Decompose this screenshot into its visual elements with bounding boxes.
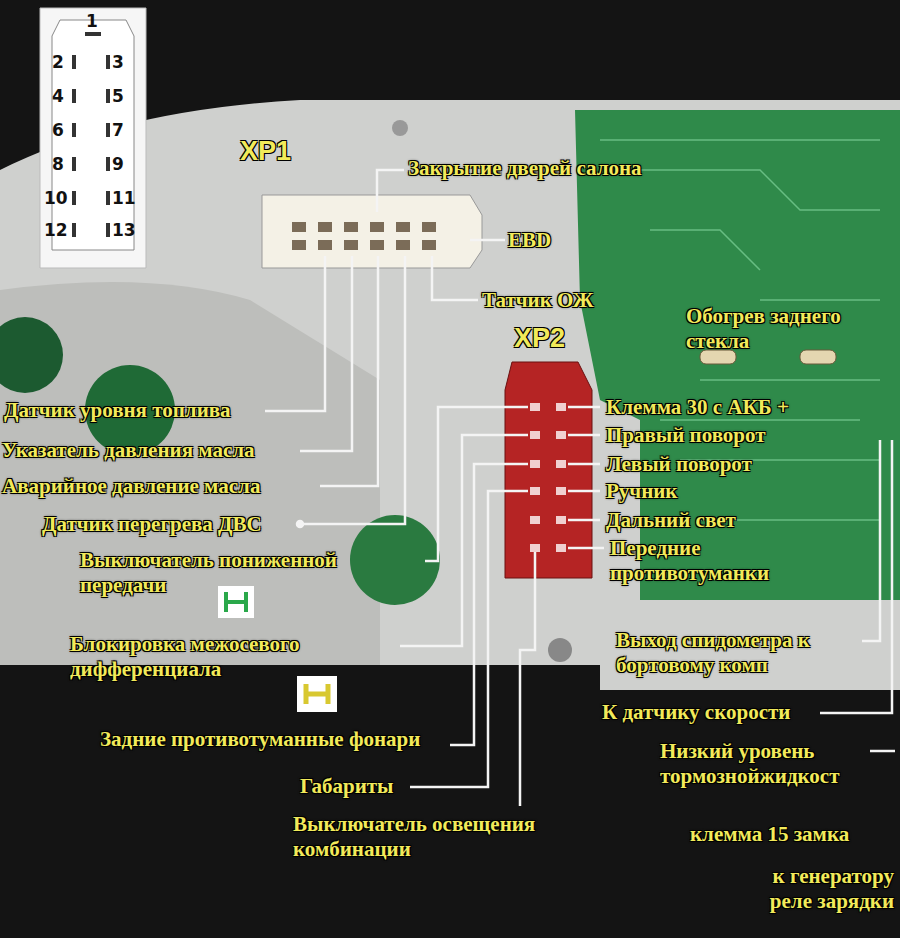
connector-pins [292, 222, 436, 250]
pinout-pins [72, 32, 110, 237]
connector-name: XP2 [514, 323, 565, 354]
pin-number: 4 [52, 88, 64, 105]
screw-hole [548, 638, 572, 662]
signal-label: Левый поворот [606, 452, 752, 477]
pin-number: 8 [52, 156, 64, 173]
pin-number: 10 [44, 190, 68, 207]
signal-label: Обогрев заднего стекла [686, 304, 892, 354]
signal-label: Датчик уровня топлива [4, 398, 231, 423]
signal-label: Указатель давления масла [2, 438, 255, 463]
connector-pins [530, 403, 566, 552]
pin-number: 9 [112, 156, 124, 173]
gear-icon [218, 586, 254, 618]
connector-name: XP1 [240, 136, 291, 167]
signal-label: Дальний свет [606, 508, 736, 533]
signal-label: Клемма 30 с АКБ + [606, 395, 789, 420]
signal-label: Ручник [606, 479, 677, 504]
signal-label: клемма 15 замка [690, 822, 849, 847]
screw-hole [392, 120, 408, 136]
signal-label: Задние противотуманные фонари [100, 727, 440, 752]
leader-lines [265, 170, 895, 806]
pin-number: 11 [112, 190, 136, 207]
signal-label: Выход спидометра к бортовому комп [616, 628, 862, 678]
pin-number: 13 [112, 222, 136, 239]
signal-label: Передние противотуманки [610, 536, 840, 586]
pin-number: 2 [52, 54, 64, 71]
pin-number: 1 [86, 13, 98, 30]
difflock-icon [297, 676, 337, 712]
signal-label: к генератору реле зарядки [730, 864, 894, 914]
signal-label: Выключатель пониженной передачи [80, 548, 420, 598]
signal-label: Татчик ОЖ [482, 288, 594, 313]
signal-label: Блокировка межосевого дифференциала [70, 632, 390, 682]
gauge-hole [0, 317, 63, 393]
signal-label: К датчику скорости [602, 700, 790, 725]
circuit-board [575, 110, 900, 600]
pinout-panel [40, 8, 146, 268]
signal-label: Закрытие дверей салона [408, 156, 642, 181]
pin-number: 12 [44, 222, 68, 239]
signal-label: Габариты [300, 774, 394, 799]
pin-number: 6 [52, 122, 64, 139]
signal-label: Низкий уровень тормознойжидкост [660, 739, 892, 789]
pin-number: 7 [112, 122, 124, 139]
signal-label: Датчик перегрева ДВС [42, 512, 262, 537]
signal-label: Выключатель освещения комбинации [293, 812, 613, 862]
signal-label: Правый поворот [606, 423, 766, 448]
pin-number: 3 [112, 54, 124, 71]
pin-number: 5 [112, 88, 124, 105]
signal-label: Аварийное давление масла [2, 474, 260, 499]
connector-xp1-body [262, 195, 482, 268]
connector-xp2-body [505, 362, 592, 578]
pinout-outline [52, 20, 134, 250]
signal-label: EBD [508, 228, 551, 253]
connector-block: XP2 [514, 323, 565, 354]
connector-block: XP1 [240, 136, 291, 167]
